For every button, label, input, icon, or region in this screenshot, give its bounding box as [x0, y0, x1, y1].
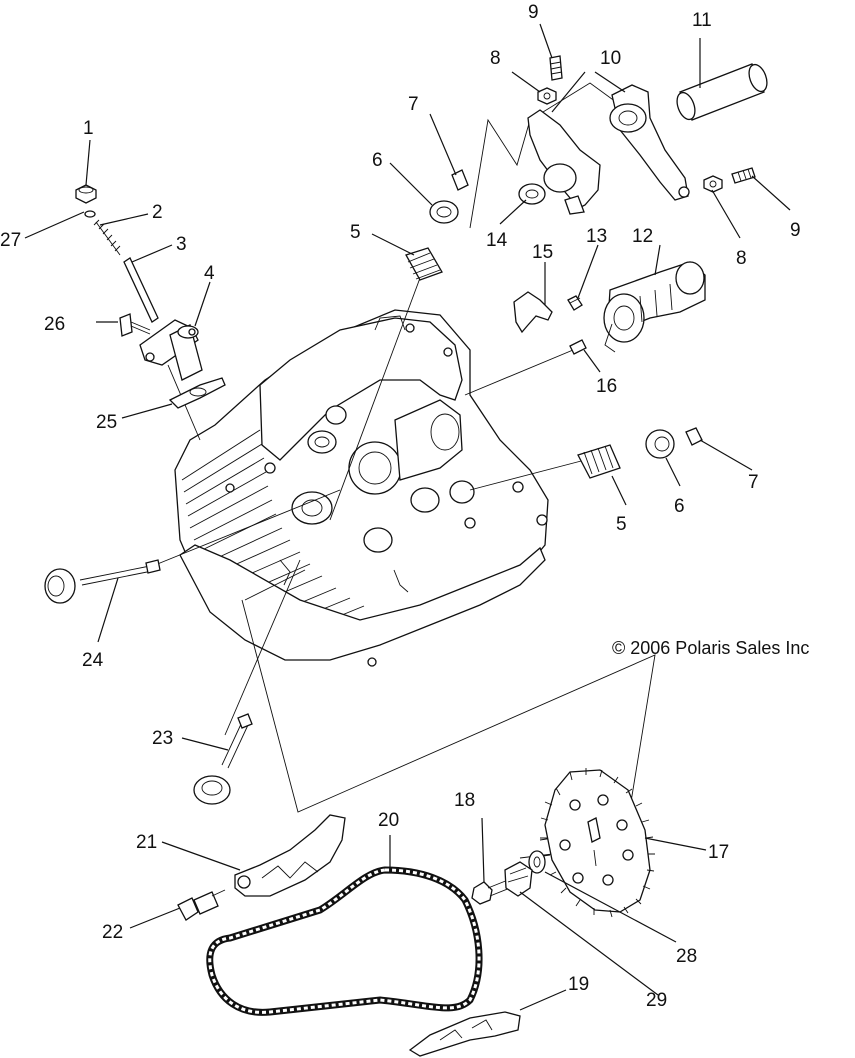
- callout-13: 13: [586, 226, 607, 247]
- valve-retainer-lower-icon: [645, 429, 675, 459]
- leader-lines: [24, 23, 791, 1011]
- adjuster-screw-upper-icon: [549, 55, 563, 81]
- tensioner-spring-icon: [93, 219, 121, 256]
- callout-20: 20: [378, 810, 399, 831]
- callout-3: 3: [176, 234, 187, 255]
- tensioner-body-icon: [139, 319, 203, 381]
- tensioner-bolt-icon: [119, 313, 151, 337]
- chain-tensioner-guide-icon: [234, 814, 346, 897]
- valve-spring-upper-icon: [405, 247, 443, 281]
- callout-7-upper: 7: [408, 94, 419, 115]
- camshaft-icon: [603, 261, 706, 353]
- callout-19: 19: [568, 974, 589, 995]
- lock-nut-upper-icon: [537, 87, 557, 105]
- valve-spring-lower-icon: [577, 444, 621, 479]
- cam-chain-icon: [206, 866, 483, 1016]
- cylinder-head-icon: [174, 309, 549, 667]
- sprocket-washer-icon: [528, 850, 546, 874]
- sprocket-hub-icon: [504, 861, 533, 897]
- callout-7-lower: 7: [748, 472, 759, 493]
- callout-29: 29: [646, 990, 667, 1011]
- callout-16: 16: [596, 376, 617, 397]
- callout-5-upper: 5: [350, 222, 361, 243]
- valve-keeper-lower-icon: [685, 427, 703, 446]
- callout-2: 2: [152, 202, 163, 223]
- callout-24: 24: [82, 650, 104, 671]
- callout-4: 4: [204, 263, 215, 284]
- callout-14: 14: [486, 230, 508, 251]
- valve-keeper-upper-icon: [451, 169, 469, 191]
- callout-8-lower: 8: [736, 248, 747, 269]
- tensioner-gasket-icon: [168, 377, 226, 409]
- guide-pivot-bolt-icon: [177, 889, 226, 921]
- tensioner-plunger-icon: [123, 257, 159, 323]
- adjuster-screw-lower-icon: [731, 167, 756, 184]
- callout-labels: 1 2 3 4 5 5 6 6 7 7 8 8 9 9 10 11 12 13 …: [0, 2, 801, 1011]
- callout-22: 22: [102, 922, 123, 943]
- rocker-arm-icon: [527, 84, 690, 215]
- callout-23: 23: [152, 728, 173, 749]
- callout-26: 26: [44, 314, 65, 335]
- rocker-shaft-icon: [676, 63, 768, 121]
- callout-28: 28: [676, 946, 697, 967]
- callout-9-lower: 9: [790, 220, 801, 241]
- callout-9-upper: 9: [528, 2, 539, 23]
- chain-guide-lower-icon: [408, 1011, 521, 1057]
- callout-1: 1: [83, 118, 94, 139]
- callout-27: 27: [0, 230, 21, 251]
- callout-8-upper: 8: [490, 48, 501, 69]
- valve-retainer-upper-icon: [429, 200, 459, 224]
- copyright-text: © 2006 Polaris Sales Inc: [612, 638, 809, 658]
- callout-18: 18: [454, 790, 475, 811]
- intake-valve-icon: [44, 559, 161, 604]
- callout-11: 11: [692, 10, 712, 31]
- cam-follower-icon: [513, 291, 553, 334]
- callout-15: 15: [532, 242, 553, 263]
- lock-nut-lower-icon: [703, 175, 723, 193]
- screw-13-icon: [567, 295, 583, 311]
- callout-12: 12: [632, 226, 653, 247]
- callout-5-lower: 5: [616, 514, 627, 535]
- sprocket-bolt-icon: [471, 879, 511, 905]
- o-ring-icon: [84, 210, 96, 218]
- callout-6-lower: 6: [674, 496, 685, 517]
- thrust-washer-icon: [518, 183, 546, 205]
- callout-6-upper: 6: [372, 150, 383, 171]
- callout-25: 25: [96, 412, 117, 433]
- tensioner-cap-icon: [75, 184, 97, 204]
- cam-sprocket-icon: [540, 768, 655, 918]
- callout-17: 17: [708, 842, 729, 863]
- dowel-pin-icon: [569, 339, 587, 355]
- callout-21: 21: [136, 832, 157, 853]
- callout-10: 10: [600, 48, 621, 69]
- exhaust-valve-icon: [193, 713, 253, 805]
